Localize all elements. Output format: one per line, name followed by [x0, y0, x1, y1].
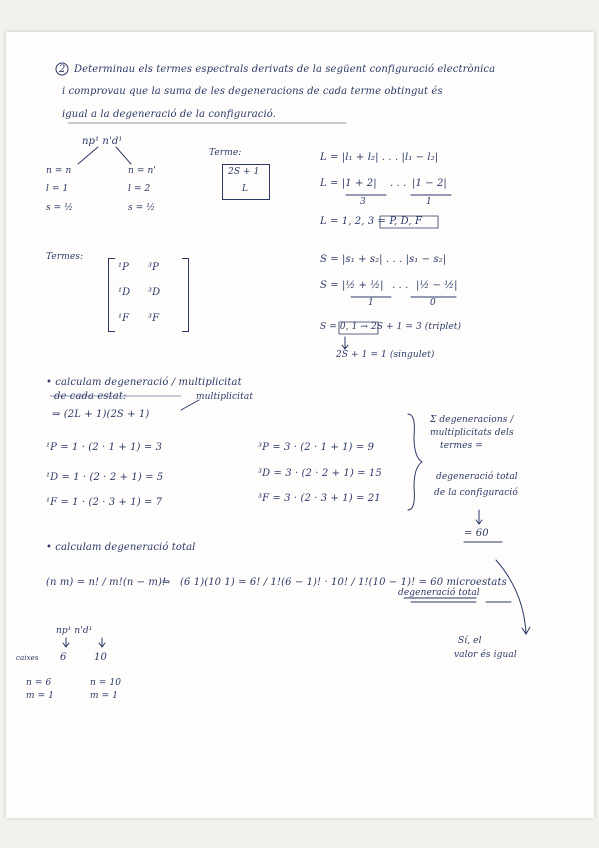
task-line-2: i comprovau que la suma de les degenerac… [62, 86, 443, 97]
config-n: n = n [46, 166, 72, 176]
S-rule-1: S = |s₁ + s₂| . . . |s₁ − s₂| [320, 254, 447, 265]
side-note-5: de la configuració [434, 488, 518, 498]
term-1P: ¹P [118, 262, 129, 273]
deg-3F: ³F = 3 · (2 · 3 + 1) = 21 [258, 493, 381, 504]
deg-heading-2: de cada estat: [54, 391, 127, 402]
binomial-formula: (n m) = n! / m!(n − m)! [46, 577, 167, 588]
implies-arrow: ⇒ [162, 577, 171, 588]
m-p: m = 1 [26, 691, 55, 701]
ink-strokes [49, 62, 531, 648]
config-s: s = ½ [46, 203, 74, 213]
S-value-left: 1 [368, 298, 374, 308]
side-note-2: multiplicitats dels [430, 428, 514, 438]
task-number: 2 [59, 64, 66, 75]
side-note-1: Σ degeneracions / [430, 415, 514, 425]
config-n-prime: n = n' [128, 166, 156, 176]
caixes-d: 10 [94, 652, 107, 663]
caixes-label: caixes [16, 654, 39, 662]
deg-3P: ³P = 3 · (2 · 1 + 1) = 9 [258, 442, 375, 453]
deg-3D: ³D = 3 · (2 · 2 + 1) = 15 [258, 468, 382, 479]
term-1F: ¹F [118, 313, 130, 324]
terme-bottom: L [242, 184, 249, 194]
total-heading: • calculam degeneració total [46, 542, 196, 553]
m-d: m = 1 [90, 691, 119, 701]
task-line-3: igual a la degeneració de la configuraci… [62, 109, 276, 120]
S-rule-2-dots: . . . [392, 280, 409, 291]
task-line-1: Determinau els termes espectrals derivat… [74, 64, 496, 75]
deg-1P: ¹P = 1 · (2 · 1 + 1) = 3 [46, 442, 163, 453]
term-1D: ¹D [118, 287, 131, 298]
S-rule-2-left: S = |½ + ½| [320, 280, 384, 291]
term-3D: ³D [148, 287, 161, 298]
S-rule-2-right: |½ − ½| [416, 280, 458, 291]
paper-sheet: 2 Determinau els termes espectrals deriv… [6, 32, 594, 818]
deg-formula: ⇒ (2L + 1)(2S + 1) [52, 409, 150, 420]
S-rule-4: 2S + 1 = 1 (singulet) [336, 350, 435, 360]
terme-top: 2S + 1 [228, 167, 260, 177]
deg-1D: ¹D = 1 · (2 · 2 + 1) = 5 [46, 472, 164, 483]
conclusion-1: Sí, el [458, 636, 482, 646]
conclusion-2: valor és igual [454, 650, 517, 660]
config-l-prime: l = 2 [128, 184, 151, 194]
config-s-prime: s = ½ [128, 203, 156, 213]
multiplicitat-note: multiplicitat [196, 392, 254, 402]
deg-heading: • calculam degeneració / multiplicitat [46, 377, 242, 388]
L-rule-2-dots: . . . [390, 178, 407, 189]
config-label: np¹ n'd¹ [82, 136, 123, 147]
S-value-right: 0 [430, 298, 436, 308]
result-deg-total: degeneració total [398, 588, 480, 598]
term-3F: ³F [148, 313, 160, 324]
termes-right-bracket [182, 258, 189, 332]
S-rule-3: S = 0, 1 → 2S + 1 = 3 (triplet) [320, 322, 462, 332]
L-value-right: 1 [426, 197, 432, 207]
L-rule-2-left: L = |1 + 2| [320, 178, 377, 189]
binomial-product: (6 1)(10 1) = 6! / 1!(6 − 1)! · 10! / 1!… [180, 577, 507, 588]
term-3P: ³P [148, 262, 159, 273]
deg-1F: ¹F = 1 · (2 · 3 + 1) = 7 [46, 497, 163, 508]
deg-total: = 60 [464, 528, 489, 539]
termes-left-bracket [108, 258, 115, 332]
L-rule-2-right: |1 − 2| [412, 178, 447, 189]
terme-title: Terme: [209, 148, 242, 158]
termes-label: Termes: [46, 252, 84, 262]
side-note-4: degeneració total [436, 472, 518, 482]
side-note-3: termes = [440, 441, 483, 451]
L-value-left: 3 [360, 197, 366, 207]
n-p: n = 6 [26, 678, 52, 688]
L-rule-3: L = 1, 2, 3 = P, D, F [320, 216, 423, 227]
n-d: n = 10 [90, 678, 122, 688]
L-rule-1: L = |l₁ + l₂| . . . |l₁ − l₂| [320, 152, 439, 163]
caixes-p: 6 [60, 652, 67, 663]
terme-box [222, 164, 270, 200]
config-label-2: np¹ n'd¹ [56, 626, 93, 636]
config-l: l = 1 [46, 184, 69, 194]
